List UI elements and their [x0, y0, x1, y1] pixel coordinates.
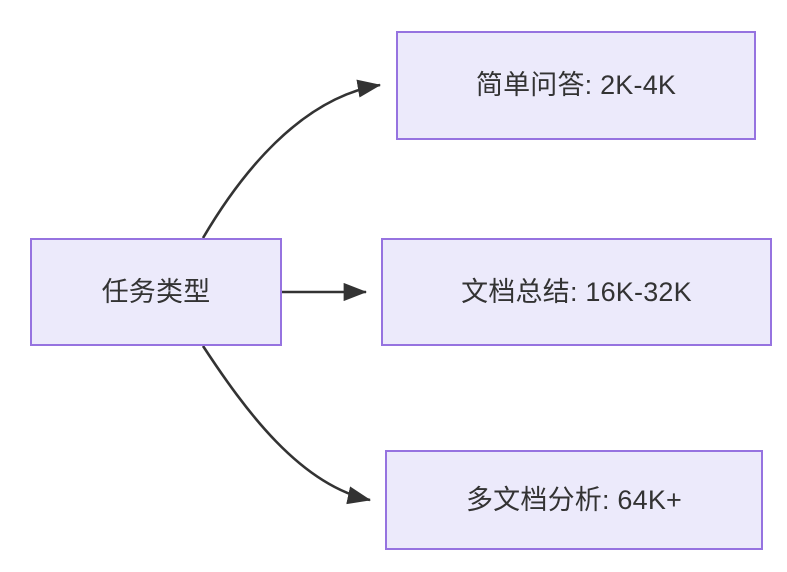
edge-root-to-simple-qa: [201, 79, 382, 239]
node-multi-doc[interactable]: 多文档分析: 64K+: [385, 450, 763, 550]
node-simple-qa[interactable]: 简单问答: 2K-4K: [396, 31, 756, 140]
node-doc-summary[interactable]: 文档总结: 16K-32K: [381, 238, 772, 346]
edge-root-to-multi-doc: [201, 345, 372, 505]
node-simple-qa-label: 简单问答: 2K-4K: [475, 70, 677, 101]
node-task-type[interactable]: 任务类型: [30, 238, 282, 346]
node-doc-summary-label: 文档总结: 16K-32K: [461, 276, 692, 307]
node-multi-doc-label: 多文档分析: 64K+: [465, 484, 682, 515]
node-task-type-label: 任务类型: [101, 276, 211, 307]
